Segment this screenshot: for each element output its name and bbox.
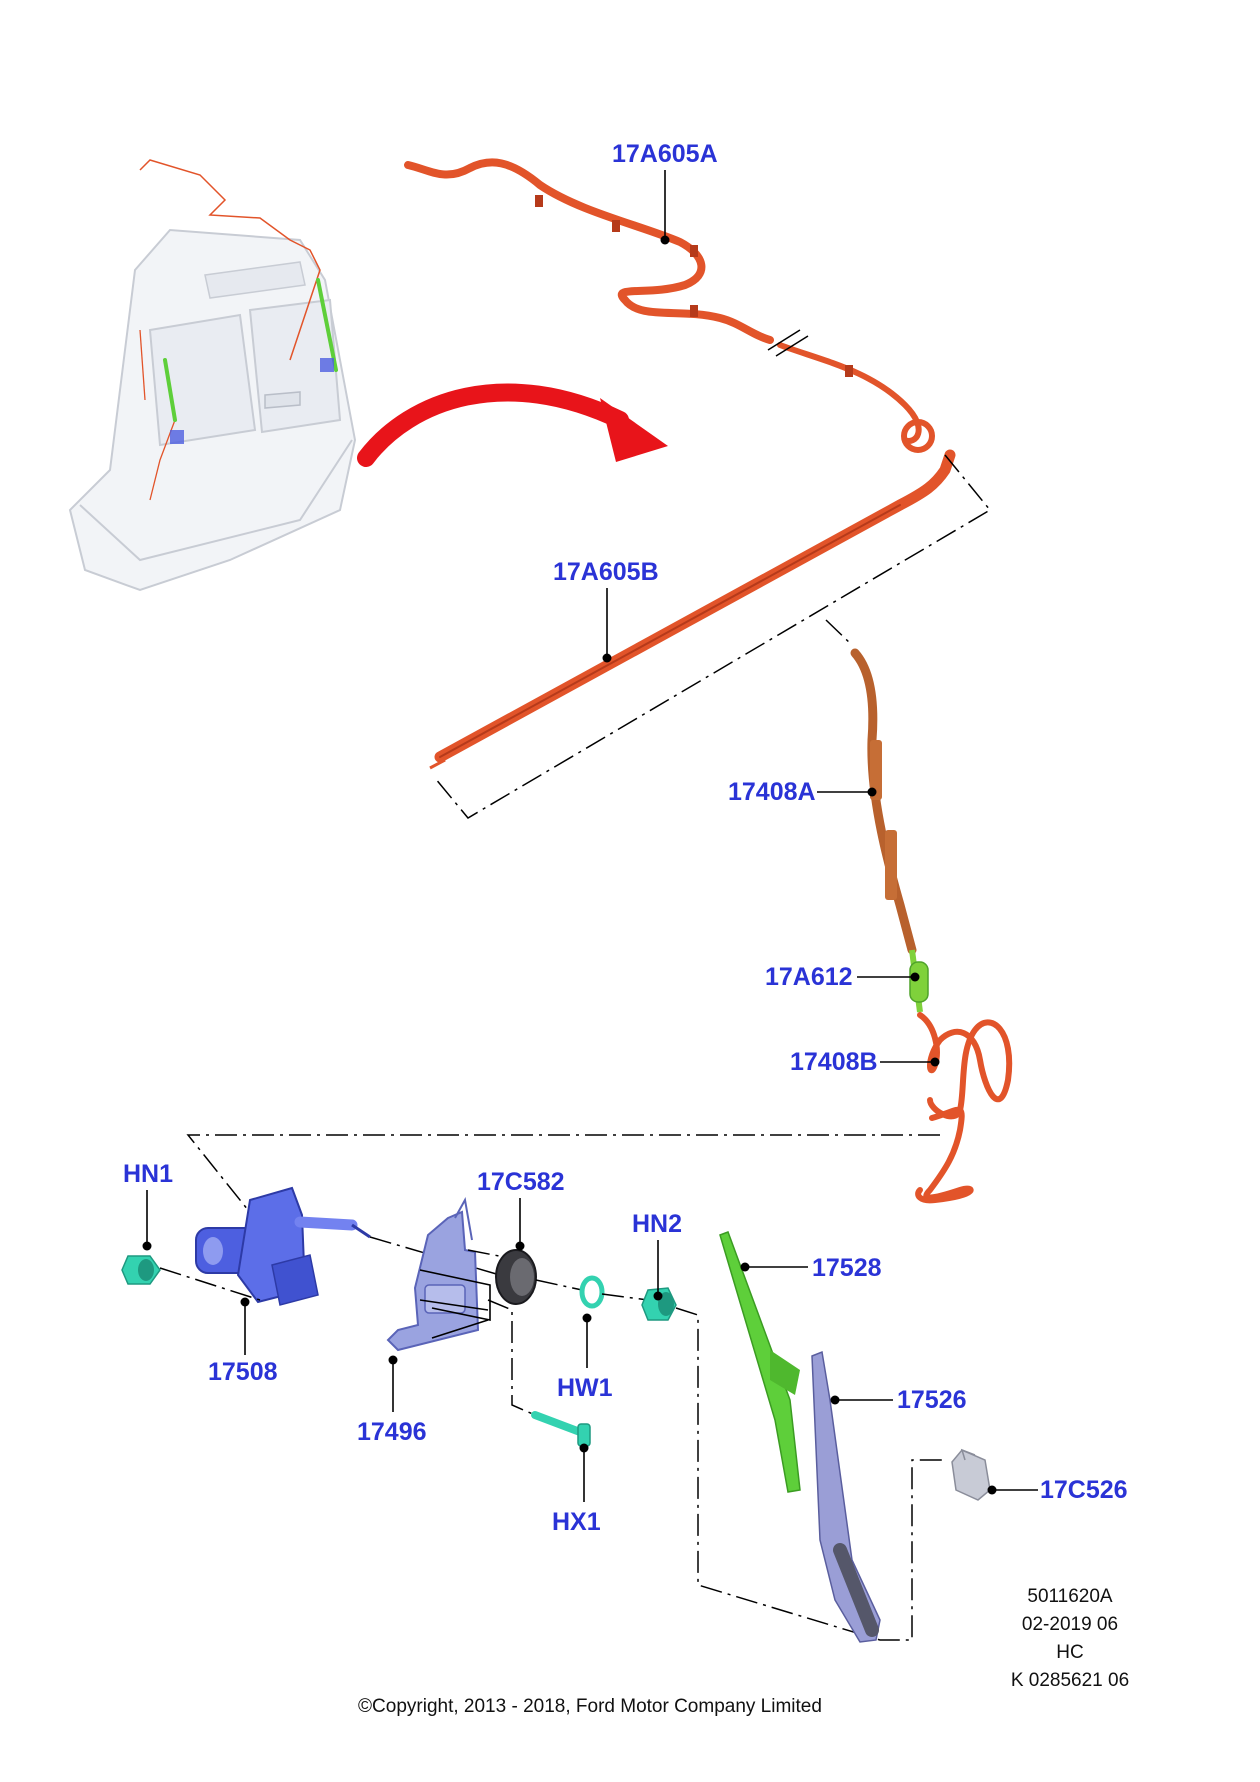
hose-17A605B bbox=[429, 449, 956, 770]
copyright-notice: ©Copyright, 2013 - 2018, Ford Motor Comp… bbox=[358, 1696, 822, 1717]
callout-label: 17A612 bbox=[765, 963, 853, 991]
callout-HX1[interactable]: HX1 bbox=[552, 1443, 601, 1537]
tube-17408A bbox=[850, 648, 917, 955]
hose-17A605A bbox=[404, 158, 935, 453]
callout-17A605A[interactable]: 17A605A bbox=[612, 140, 718, 245]
leader-hose-to-motor bbox=[186, 1134, 940, 1211]
callout-label: HN2 bbox=[632, 1210, 682, 1238]
cap-17C526 bbox=[951, 1448, 991, 1501]
leader-hose-17408A bbox=[825, 619, 853, 646]
leader-shaft-to-bracket bbox=[369, 1236, 511, 1279]
callout-17408A[interactable]: 17408A bbox=[728, 778, 877, 806]
leader-HN2-to-arm bbox=[675, 1307, 945, 1641]
callout-HN1[interactable]: HN1 bbox=[123, 1160, 173, 1251]
wiper-arm-17526 bbox=[811, 1350, 881, 1643]
ref-number: 5011620A bbox=[1027, 1586, 1113, 1607]
leader-washer-to-nut bbox=[601, 1293, 649, 1301]
callout-17528[interactable]: 17528 bbox=[740, 1254, 882, 1282]
callout-label: 17A605A bbox=[612, 140, 718, 168]
callout-HN2[interactable]: HN2 bbox=[632, 1210, 682, 1301]
vehicle-rear-view bbox=[68, 159, 357, 592]
leader-bracket-lines bbox=[419, 1269, 491, 1339]
callout-17C582[interactable]: 17C582 bbox=[477, 1168, 565, 1251]
callout-17496[interactable]: 17496 bbox=[357, 1355, 427, 1447]
bracket-17496 bbox=[386, 1197, 480, 1352]
callout-label: 17496 bbox=[357, 1418, 427, 1446]
direction-arrow-icon bbox=[357, 383, 668, 467]
callout-17526[interactable]: 17526 bbox=[830, 1386, 967, 1414]
callout-17508[interactable]: 17508 bbox=[208, 1297, 278, 1387]
callout-label: 17408A bbox=[728, 778, 816, 806]
callout-17A605B[interactable]: 17A605B bbox=[553, 558, 659, 663]
stud-HX1 bbox=[531, 1411, 591, 1447]
region-code: HC bbox=[1056, 1642, 1083, 1663]
callout-label: 17A605B bbox=[553, 558, 659, 586]
callout-17408B[interactable]: 17408B bbox=[790, 1048, 940, 1076]
leader-hose-segment bbox=[434, 454, 992, 819]
k-number: K 0285621 06 bbox=[1011, 1670, 1129, 1691]
callout-label: HW1 bbox=[557, 1374, 613, 1402]
callout-label: 17526 bbox=[897, 1386, 967, 1414]
washer-HW1 bbox=[579, 1275, 605, 1309]
wiper-blade-17528 bbox=[719, 1231, 801, 1493]
connector-17A612 bbox=[909, 949, 929, 1013]
callout-label: HN1 bbox=[123, 1160, 173, 1188]
leader-HN1-to-motor bbox=[159, 1267, 261, 1301]
nut-HN1 bbox=[121, 1255, 161, 1285]
leader-grommet-to-washer bbox=[535, 1279, 583, 1291]
callout-HW1[interactable]: HW1 bbox=[557, 1313, 613, 1403]
leader-bracket-to-HX1 bbox=[487, 1299, 536, 1416]
grommet-17C582 bbox=[495, 1249, 537, 1305]
drawing-info-block: 5011620A 02-2019 06 HC K 0285621 06 bbox=[1011, 1586, 1129, 1691]
callout-17C526[interactable]: 17C526 bbox=[987, 1476, 1128, 1504]
hose-17408B bbox=[915, 1012, 1013, 1204]
callout-label: 17528 bbox=[812, 1254, 882, 1282]
callout-label: HX1 bbox=[552, 1508, 601, 1536]
callout-17A612[interactable]: 17A612 bbox=[765, 963, 920, 991]
date-code: 02-2019 06 bbox=[1022, 1614, 1118, 1635]
callout-label: 17C526 bbox=[1040, 1476, 1128, 1504]
callout-label: 17408B bbox=[790, 1048, 878, 1076]
callout-label: 17C582 bbox=[477, 1168, 565, 1196]
callout-label: 17508 bbox=[208, 1358, 278, 1386]
wiper-motor-17508 bbox=[195, 1186, 371, 1306]
